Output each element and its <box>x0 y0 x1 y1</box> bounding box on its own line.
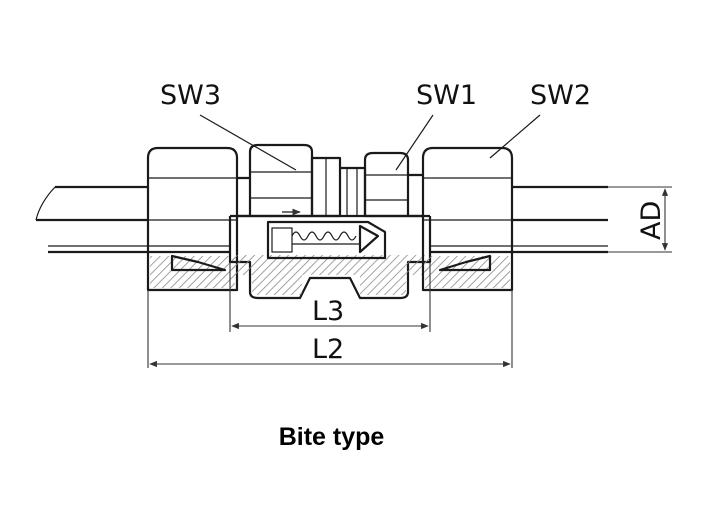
caption: Bite type <box>278 423 385 451</box>
label-l3: L3 <box>312 296 344 327</box>
left-tube <box>35 185 230 254</box>
sw1-nut <box>363 151 410 218</box>
label-ad: AD <box>636 201 667 240</box>
label-l2: L2 <box>312 334 344 365</box>
sw3-nut <box>237 143 314 218</box>
l2-dimension <box>147 290 513 368</box>
check-valve-insert <box>266 208 387 260</box>
ad-dimension <box>608 186 672 253</box>
leader-lines <box>199 114 541 171</box>
label-sw1: SW1 <box>416 80 477 111</box>
right-tube <box>430 185 608 254</box>
label-sw3: SW3 <box>160 80 221 111</box>
central-body <box>228 156 432 300</box>
left-nut <box>146 146 239 292</box>
l3-dimension <box>229 262 431 332</box>
sw2-nut <box>408 146 514 292</box>
label-sw2: SW2 <box>530 80 591 111</box>
